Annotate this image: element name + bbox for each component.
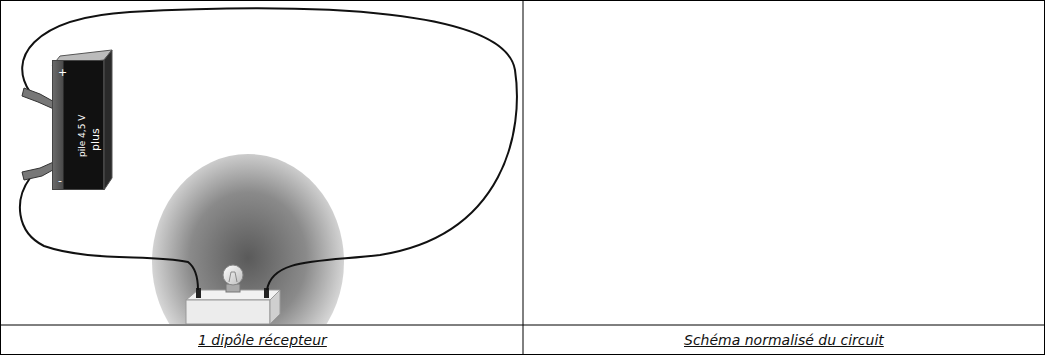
lamp-halo [152,154,344,324]
battery-label: plus [89,128,102,151]
battery-body: pile 4,5 Vplus + - [52,60,104,190]
lamp-base-side [270,290,280,324]
lamp-filament [229,272,237,282]
cell-divider [523,0,524,355]
cell-caption: Schéma normalisé du circuit [684,332,884,348]
lamp-base [186,300,270,324]
polarity-sign: - [58,175,62,186]
wire [22,8,517,290]
cell-caption: 1 dipôle récepteur [198,332,327,348]
row-divider [0,325,1045,326]
polarity-sign: + [58,67,67,78]
wire [20,178,198,290]
battery-side [104,50,112,190]
lamp-bulb [223,265,243,285]
battery-label: pile 4,5 V [77,115,87,157]
